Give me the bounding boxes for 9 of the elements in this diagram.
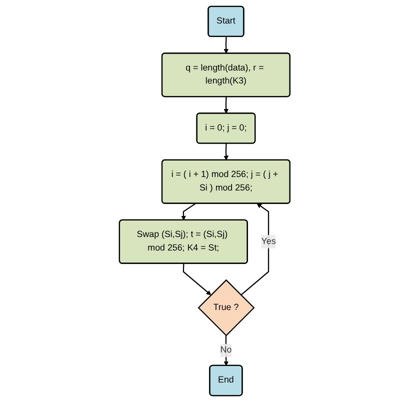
arrow	[223, 36, 228, 54]
node-diamond: True ?	[198, 279, 255, 336]
edge-label: Yes	[261, 236, 276, 246]
arrow	[223, 96, 228, 114]
arrow	[180, 203, 196, 220]
arrow	[223, 144, 228, 160]
edge-label: No	[220, 345, 232, 355]
arrow	[240, 203, 269, 296]
arrow	[182, 264, 211, 296]
